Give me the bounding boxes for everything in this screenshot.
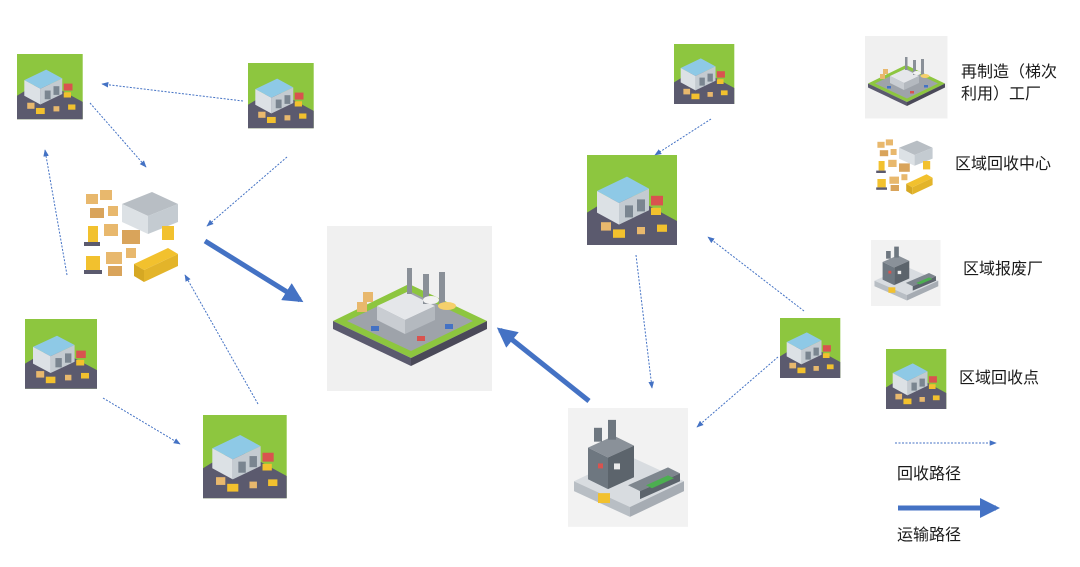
legend-scrap-label: 区域报废厂 [963,259,1044,278]
recycle-path-arrow [102,397,181,445]
recycle-path-arrow [101,81,244,102]
transport-path-arrow [496,327,591,403]
recycle-center-icon [82,186,182,286]
recycle-path-arrow [89,102,147,168]
recycle-path-arrow [696,356,779,428]
legend-center-icon [875,137,935,197]
recycle-point-icon [780,318,841,378]
recycle-path-arrow [654,118,712,156]
recycle-path-arrow [635,254,655,389]
legend-factory-icon [865,36,948,119]
legend-factory-label: 再制造（梯次利用）工厂 [961,62,1058,103]
recycle-point-icon [203,415,287,499]
recycle-point-icon [248,63,314,129]
recycle-point-icon [17,54,83,120]
legend-recycle-path-label: 回收路径 [897,464,962,483]
remanufacturing-factory-icon [327,226,492,391]
legend-scrap-icon [871,240,941,306]
recycle-point-icon [587,155,677,245]
transport-path-arrow [203,238,304,303]
legend-point-label: 区域回收点 [959,368,1040,387]
scrap-plant-icon [568,408,688,527]
legend-point-icon [886,349,947,409]
recycle-point-icon [674,44,735,104]
recycle-path-arrow [184,274,259,405]
legend-center-label: 区域回收中心 [955,154,1052,173]
recycle-path-arrow [206,156,288,227]
recycle-path-arrow [43,149,68,276]
legend-transport-path-label: 运输路径 [897,525,962,544]
recycle-point-icon [25,319,97,389]
recycle-path-arrow [707,236,805,312]
